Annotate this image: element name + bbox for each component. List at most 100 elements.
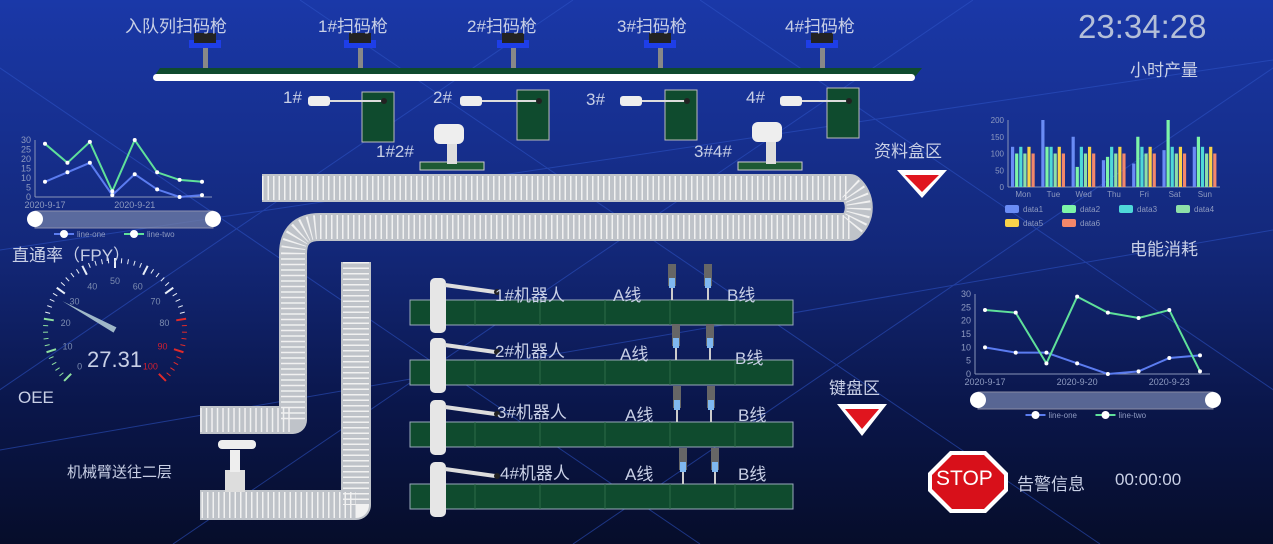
x-tick-label: 2020-9-23 [1149, 377, 1190, 387]
slider-handle[interactable] [27, 211, 43, 227]
sensor-icon [704, 264, 712, 300]
robot-arm-icon [430, 338, 500, 393]
scara-robot-2 [737, 122, 803, 171]
data-point [110, 193, 115, 198]
data-point [65, 170, 70, 175]
y-tick-label: 0 [26, 192, 31, 202]
y-tick-label: 30 [21, 135, 31, 145]
x-tick-label: Fri [1140, 190, 1150, 199]
bar-data4 [1053, 153, 1057, 187]
data-point [1044, 350, 1049, 355]
line-b-label: B线 [738, 465, 767, 484]
gauge-tick [60, 282, 66, 287]
slider-handle[interactable] [1205, 392, 1221, 408]
gauge-tick [43, 317, 54, 322]
clock: 23:34:28 [1078, 8, 1207, 45]
bar-data1 [1011, 146, 1015, 187]
side-conveyor [826, 87, 860, 139]
energy-title: 电能消耗 [1130, 240, 1198, 259]
line-a-label: A线 [625, 465, 654, 484]
x-tick-label: Sun [1198, 190, 1212, 199]
legend-swatch [1062, 219, 1076, 227]
data-point [155, 170, 160, 175]
bar-data6 [1213, 153, 1217, 187]
gauge-tick [150, 268, 155, 274]
robot-label: 2#机器人 [495, 342, 565, 361]
x-tick-label: 2020-9-17 [24, 200, 65, 210]
bar-data3 [1019, 146, 1023, 187]
legend-swatch [1005, 219, 1019, 227]
gauge-tick [94, 260, 97, 266]
scara-robot-1 [419, 124, 485, 171]
data-point [1198, 369, 1202, 374]
gauge-tick [47, 305, 53, 308]
gauge-tick [177, 305, 183, 308]
oee-value: 27.31 [87, 347, 143, 372]
bar-data4 [1205, 153, 1209, 187]
gauge-tick [158, 373, 167, 382]
bar-data6 [1092, 153, 1096, 187]
y-tick-label: 150 [991, 133, 1005, 142]
sensor-icon [706, 324, 714, 360]
gauge-tick [173, 348, 184, 354]
side-conveyor [664, 89, 698, 141]
robot-label: 1#机器人 [495, 286, 565, 305]
barcode-scanner-icon [497, 33, 529, 68]
scanner-label: 3#扫码枪 [617, 17, 687, 36]
barcode-scanner-icon [644, 33, 676, 68]
gauge-tick [101, 259, 103, 265]
series-line-line-one [44, 161, 203, 199]
bar-data5 [1209, 146, 1213, 187]
gauge-tick [52, 292, 58, 297]
gauge-tick-label: 60 [133, 281, 143, 291]
bar-data4 [1144, 153, 1148, 187]
gauge-tick [70, 272, 75, 278]
gauge-tick [45, 311, 51, 314]
bar-data1 [1162, 150, 1166, 187]
legend-swatch [1062, 205, 1076, 213]
gauge-tick [155, 272, 160, 278]
robot-label: 4#机器人 [500, 464, 570, 483]
gauge-tick [133, 260, 136, 266]
gauge-tick [170, 367, 175, 371]
zoom-slider[interactable] [977, 391, 1214, 410]
bar-data4 [1114, 153, 1118, 187]
legend-swatch [1005, 205, 1019, 213]
gauge-tick [51, 361, 57, 366]
bar-data5 [1178, 146, 1183, 187]
x-tick-label: 2020-9-17 [964, 377, 1005, 387]
stop-sign-icon[interactable] [928, 451, 1008, 513]
oee-title: OEE [18, 388, 54, 407]
bar-data4 [1083, 153, 1088, 187]
legend-label: line-two [1119, 411, 1147, 420]
x-tick-label: Sat [1169, 190, 1182, 199]
zoom-slider[interactable] [34, 210, 214, 229]
gauge-needle [62, 301, 117, 333]
slider-handle[interactable] [205, 211, 221, 227]
legend-swatch [1176, 205, 1190, 213]
data-point [1105, 310, 1110, 315]
bar-data3 [1200, 146, 1205, 187]
y-tick-label: 25 [961, 302, 971, 312]
gauge-tick [180, 344, 186, 347]
gauge-tick [46, 348, 57, 354]
bar-data1 [1192, 146, 1196, 187]
y-tick-label: 25 [21, 145, 31, 155]
fpy-title: 直通率（FPY） [12, 246, 131, 265]
gauge-tick [175, 298, 181, 302]
y-tick-label: 30 [961, 289, 971, 299]
gauge-tick [127, 259, 129, 265]
bar-data2 [1196, 136, 1201, 187]
data-point [1136, 316, 1141, 320]
gauge-tick-label: 80 [159, 318, 169, 328]
x-tick-label: Tue [1047, 190, 1061, 199]
data-point [983, 308, 987, 312]
robot-arm-icon [430, 278, 500, 333]
bar-data4 [1023, 153, 1027, 187]
legend-label: line-one [77, 230, 106, 239]
line-a-label: A线 [613, 286, 642, 305]
gauge-tick [142, 265, 149, 276]
slider-handle[interactable] [970, 392, 986, 408]
